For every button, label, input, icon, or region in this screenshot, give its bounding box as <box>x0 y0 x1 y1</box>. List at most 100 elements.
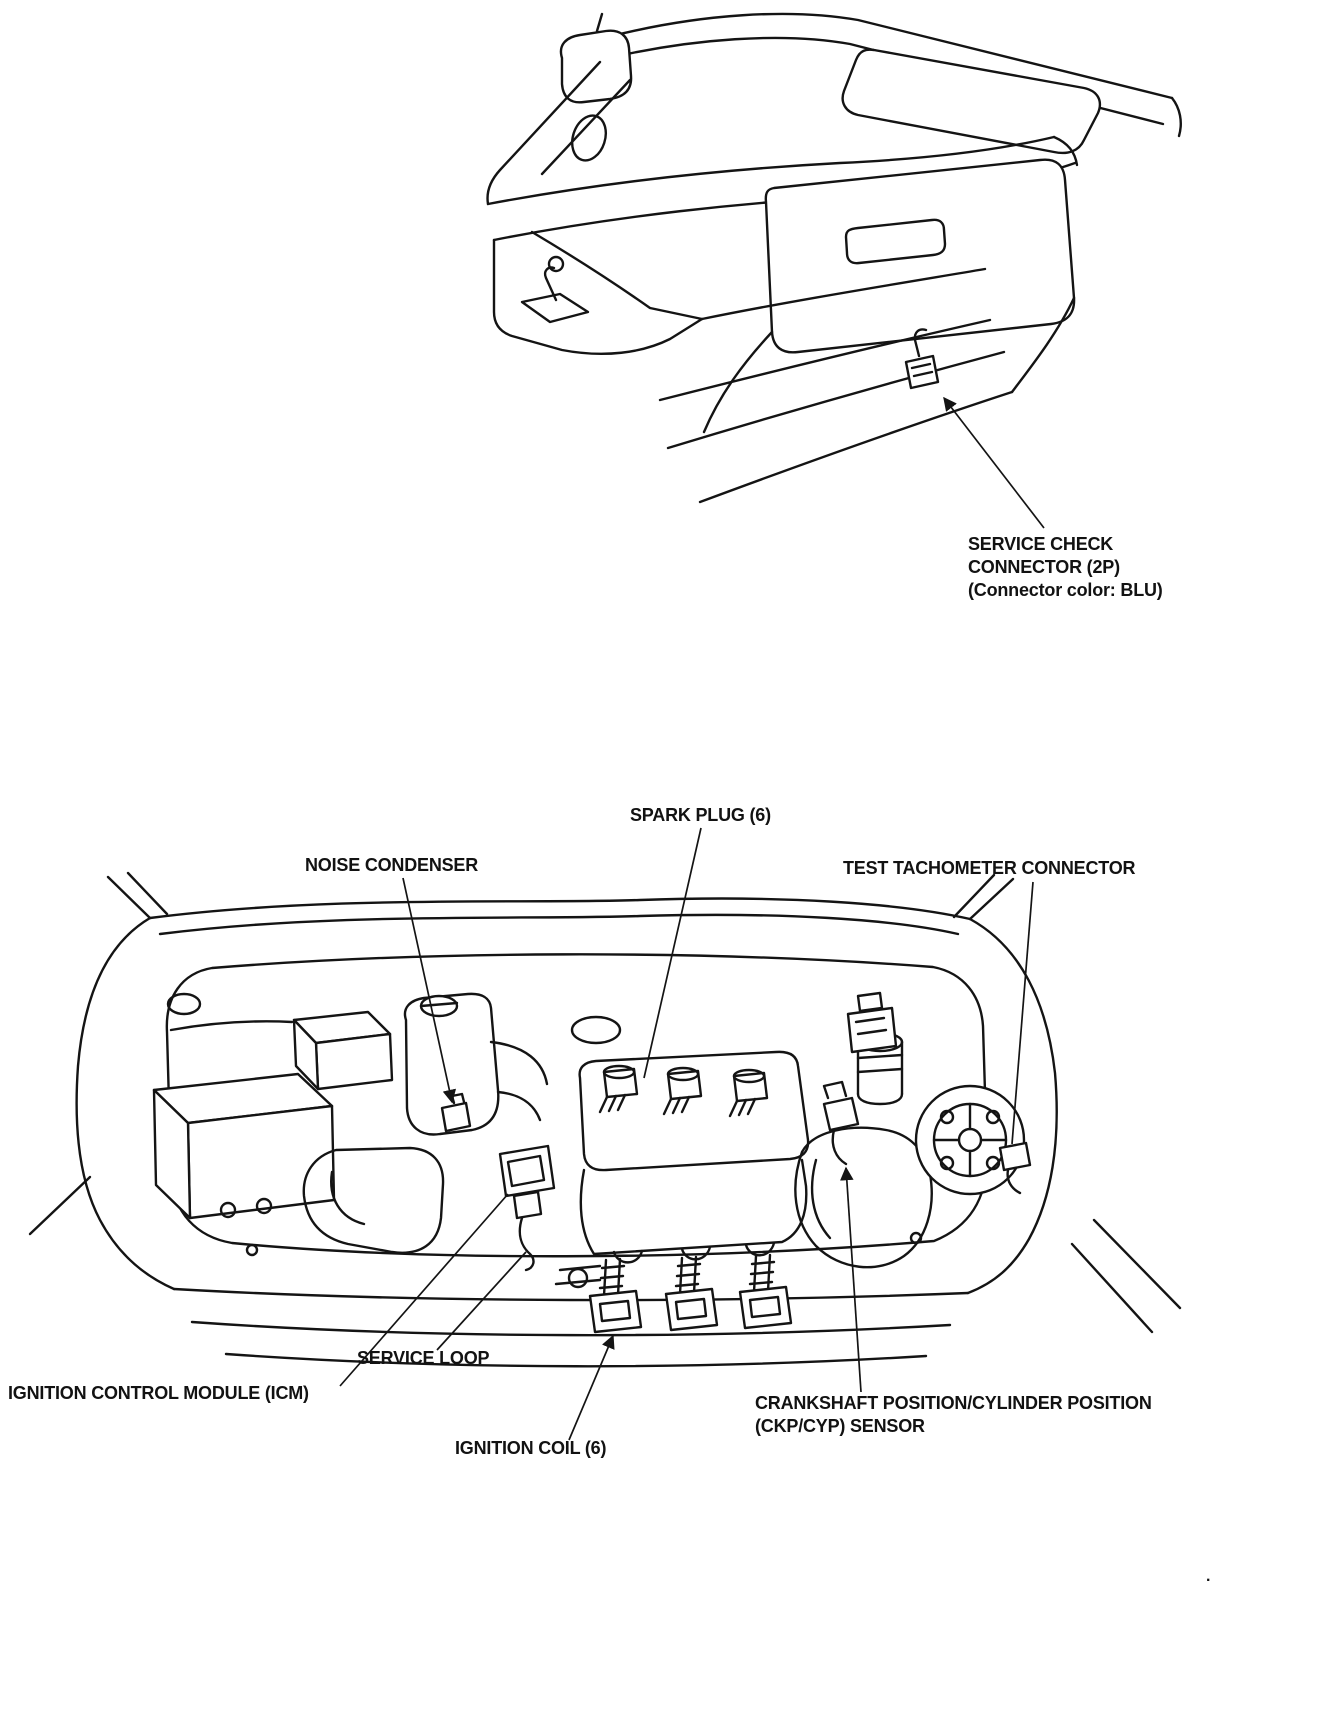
reservoir-hose-2 <box>496 1090 542 1122</box>
label-text: IGNITION CONTROL MODULE (ICM) <box>8 1383 309 1403</box>
battery-side <box>152 1088 192 1220</box>
leader-service-loop <box>436 1251 527 1351</box>
footwell-line-4 <box>698 390 1014 504</box>
service-check-connector-detail <box>910 362 934 378</box>
right-bracket <box>846 1006 898 1054</box>
cowl-outer <box>148 897 972 921</box>
spark-plug-tower-3-ribs <box>728 1097 757 1118</box>
sunroof-opening <box>841 48 1102 155</box>
crossmember-bolt-right <box>909 1231 923 1245</box>
roof-edge <box>610 12 1174 100</box>
left-filler-oval <box>166 992 202 1016</box>
test-tach-connector-wire <box>1006 1168 1022 1195</box>
relay-box-side <box>292 1018 320 1091</box>
front-edge-2 <box>190 1320 952 1337</box>
test-tach-connector-shape <box>998 1141 1032 1172</box>
footwell-line-1 <box>700 267 987 321</box>
label-text: NOISE CONDENSER <box>305 855 479 875</box>
reservoir-cap-line <box>419 1001 459 1008</box>
battery-bolt-2 <box>255 1197 273 1215</box>
label-text: SPARK PLUG (6) <box>630 805 771 825</box>
engine-bay-drawing <box>28 871 1182 1368</box>
label-line: (Connector color: BLU) <box>968 580 1163 600</box>
leader-service-check-connector <box>943 396 1045 529</box>
ckp-sensor-bracket <box>822 1080 848 1100</box>
crossmember-bolt-left <box>245 1243 259 1257</box>
ignition-coil-3-ribs <box>748 1260 776 1286</box>
label-test-tachometer-connector: TEST TACHOMETER CONNECTOR <box>843 857 1136 880</box>
reservoir-body <box>403 992 500 1136</box>
leader-lines <box>339 396 1045 1441</box>
shift-lever <box>543 266 558 302</box>
icm-connector <box>512 1190 543 1220</box>
label-crankshaft-sensor: CRANKSHAFT POSITION/CYLINDER POSITION (C… <box>755 1392 1152 1438</box>
label-text: TEST TACHOMETER CONNECTOR <box>843 858 1136 878</box>
stray-period-mark: . <box>1206 1568 1210 1586</box>
label-line: (CKP/CYP) SENSOR <box>755 1416 925 1436</box>
hood-latch <box>567 1267 589 1289</box>
battery-bolt-1 <box>219 1201 237 1219</box>
pulley-bolt-4 <box>939 1155 955 1171</box>
hood-latch-lines <box>554 1264 602 1286</box>
kick-panel-left <box>702 330 774 434</box>
roof-corner <box>1170 96 1182 138</box>
pulley-bolt-3 <box>985 1155 1001 1171</box>
label-ignition-coil: IGNITION COIL (6) <box>455 1437 606 1460</box>
a-pillar-stub-right <box>952 873 1015 921</box>
fender-left <box>75 916 176 1291</box>
label-text: IGNITION COIL (6) <box>455 1438 607 1458</box>
relay-box-front <box>314 1032 394 1091</box>
ignition-coil-3-base <box>738 1285 793 1330</box>
label-line: SERVICE CHECK <box>968 534 1114 554</box>
body-corner-stub-left <box>28 1175 92 1236</box>
leader-ignition-coil <box>568 1334 615 1441</box>
right-bracket-connector <box>856 991 884 1013</box>
ckp-sensor-shape <box>822 1096 860 1132</box>
a-pillar-inner <box>540 78 632 176</box>
console-diagonal <box>530 230 704 321</box>
spark-plug-tower-1 <box>602 1067 639 1099</box>
icm-shape <box>498 1144 556 1198</box>
shift-knob <box>547 255 565 273</box>
cowl-inner <box>158 913 960 936</box>
leader-crankshaft-sensor <box>840 1166 862 1393</box>
ignition-coil-3-inner <box>748 1295 782 1319</box>
icm-inner <box>506 1154 546 1188</box>
pillar-speaker <box>571 114 607 162</box>
reservoir-hose-1 <box>489 1040 549 1086</box>
engine-block <box>579 1158 808 1256</box>
label-text: . <box>1206 1568 1211 1585</box>
label-ignition-control-module: IGNITION CONTROL MODULE (ICM) <box>8 1382 309 1405</box>
air-duct-inner <box>330 1170 366 1226</box>
leader-ignition-control-module <box>339 1193 509 1387</box>
pulley-spokes <box>932 1102 1008 1178</box>
ignition-coil-2-base <box>664 1287 719 1332</box>
left-shelf-line <box>169 1020 294 1032</box>
leader-spark-plug <box>643 827 702 1079</box>
label-service-loop: SERVICE LOOP <box>357 1347 490 1370</box>
dash-top-edge <box>486 135 1056 206</box>
front-edge-1 <box>172 1287 970 1302</box>
service-loop-wire <box>518 1216 535 1272</box>
ignition-coil-1-base <box>588 1289 643 1334</box>
intake-hump-1 <box>612 1249 644 1264</box>
spark-plug-tower-3-cap <box>732 1068 766 1084</box>
ckp-sensor-wire <box>831 1128 848 1166</box>
spark-plug-tower-1-cap <box>602 1064 636 1080</box>
center-console <box>492 238 704 355</box>
spark-plug-tower-1-ribs <box>598 1093 627 1114</box>
ignition-coil-1-inner <box>598 1299 632 1323</box>
bell-housing-inner <box>810 1158 832 1240</box>
leader-noise-condenser <box>402 877 457 1104</box>
front-edge-3 <box>224 1352 928 1368</box>
spark-plug-tower-2 <box>666 1069 703 1101</box>
label-line: CONNECTOR (2P) <box>968 557 1120 577</box>
leader-test-tachometer-connector <box>1011 881 1034 1145</box>
dash-right-edge <box>1052 135 1079 167</box>
ignition-coil-1-ribs <box>598 1264 626 1290</box>
a-pillar-outer <box>486 60 602 206</box>
pulley-bolt-1 <box>939 1109 955 1125</box>
air-duct <box>302 1146 445 1254</box>
footwell-line-2 <box>658 318 992 402</box>
